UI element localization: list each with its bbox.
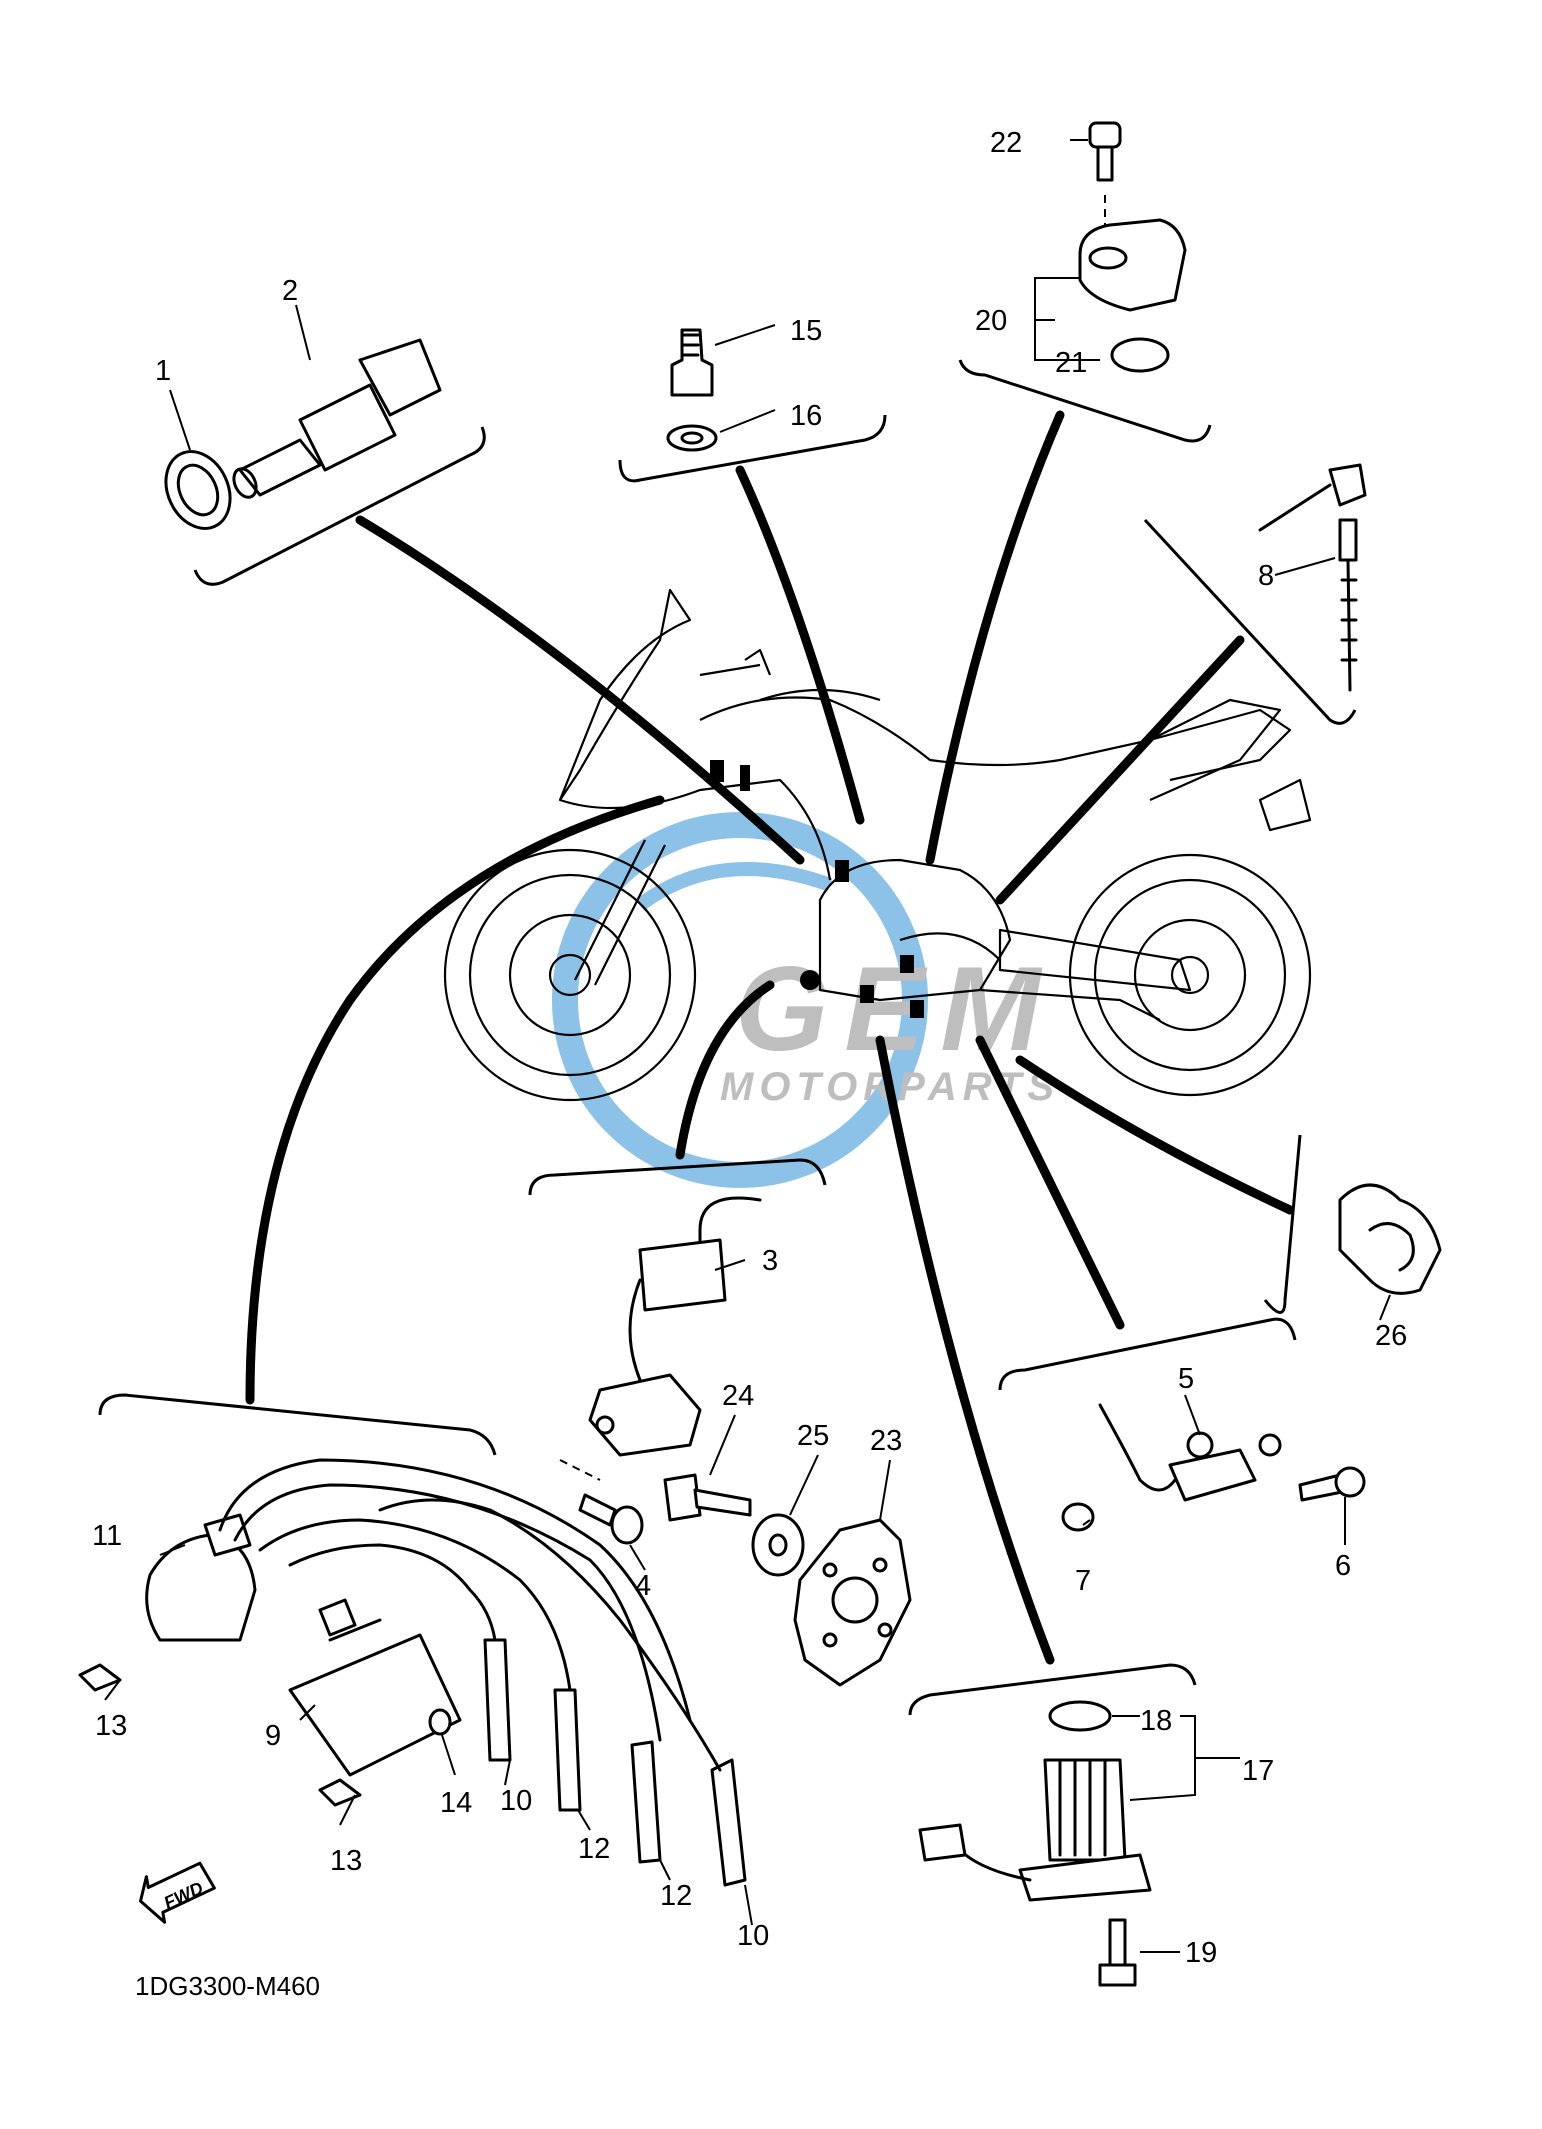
watermark: GEM MOTORPARTS [552,812,1056,1188]
callout-5: 5 [1178,1363,1194,1395]
callout-25: 25 [797,1420,829,1452]
callout-22: 22 [990,127,1022,159]
callout-17: 17 [1242,1755,1274,1787]
part-8-sensor [1258,463,1367,692]
callout-3: 3 [762,1245,778,1277]
callout-8: 8 [1258,560,1274,592]
part-22-bolt [1088,121,1122,240]
callout-21: 21 [1055,347,1087,379]
part-7-grommet [1061,1502,1095,1532]
callout-19: 19 [1185,1937,1217,1969]
part-4-bolt [559,1459,644,1545]
part-26-clamp [1338,1183,1442,1295]
part-25-washer [751,1513,805,1577]
callout-23: 23 [870,1425,902,1457]
callout-18: 18 [1140,1705,1172,1737]
callout-10b: 10 [737,1920,769,1952]
callout-16: 16 [790,400,822,432]
leader-lines [245,410,1295,1665]
callout-10a: 10 [500,1785,532,1817]
callout-leaders [104,139,1391,1953]
callout-12a: 12 [578,1833,610,1865]
part-24-bolt [663,1473,752,1522]
part-19-bolt [1098,1918,1137,1987]
callout-11: 11 [92,1520,122,1552]
part-21-oring [1110,337,1170,373]
callout-7: 7 [1075,1565,1091,1597]
part-5-sensor [1098,1403,1282,1502]
callout-14: 14 [440,1787,472,1819]
callout-9: 9 [265,1720,281,1752]
part-1-washer [164,450,232,530]
ignition-leads [218,1458,722,1772]
callout-24: 24 [722,1380,754,1412]
watermark-name: GEM [735,942,1056,1076]
callout-13a: 13 [95,1710,127,1742]
callout-labels: 1 2 3 4 5 6 7 8 9 10 10 11 12 12 13 13 1… [92,127,1407,1969]
callout-1: 1 [155,355,171,387]
diagram-code: 1DG3300-M460 [135,1971,320,2001]
part-17-sensor [918,1758,1152,1902]
fwd-arrow-icon: FWD [139,1861,216,1924]
callout-26: 26 [1375,1320,1407,1352]
group-brackets [98,359,1357,1716]
part-15-sensor [670,328,714,397]
callout-4: 4 [635,1570,651,1602]
part-9-ignition-coil [288,1598,462,1777]
part-23-rotor [793,1518,912,1687]
callout-13b: 13 [330,1845,362,1877]
part-11-ignition-coil [145,1513,257,1642]
callout-20: 20 [975,305,1007,337]
motorcycle-illustration [443,588,1312,1102]
part-3-pickup-coil [588,1196,762,1457]
callout-6: 6 [1335,1550,1351,1582]
part-2-sensor [232,338,442,499]
part-20-sensor [1078,218,1187,312]
callout-2: 2 [282,275,298,307]
part-16-washer [666,424,718,452]
callout-12b: 12 [660,1880,692,1912]
part-10-plug-cap [483,1638,747,1887]
part-14-nut [428,1708,452,1736]
callout-15: 15 [790,315,822,347]
part-6-bolt [1298,1466,1366,1502]
part-18-oring [1048,1700,1112,1732]
